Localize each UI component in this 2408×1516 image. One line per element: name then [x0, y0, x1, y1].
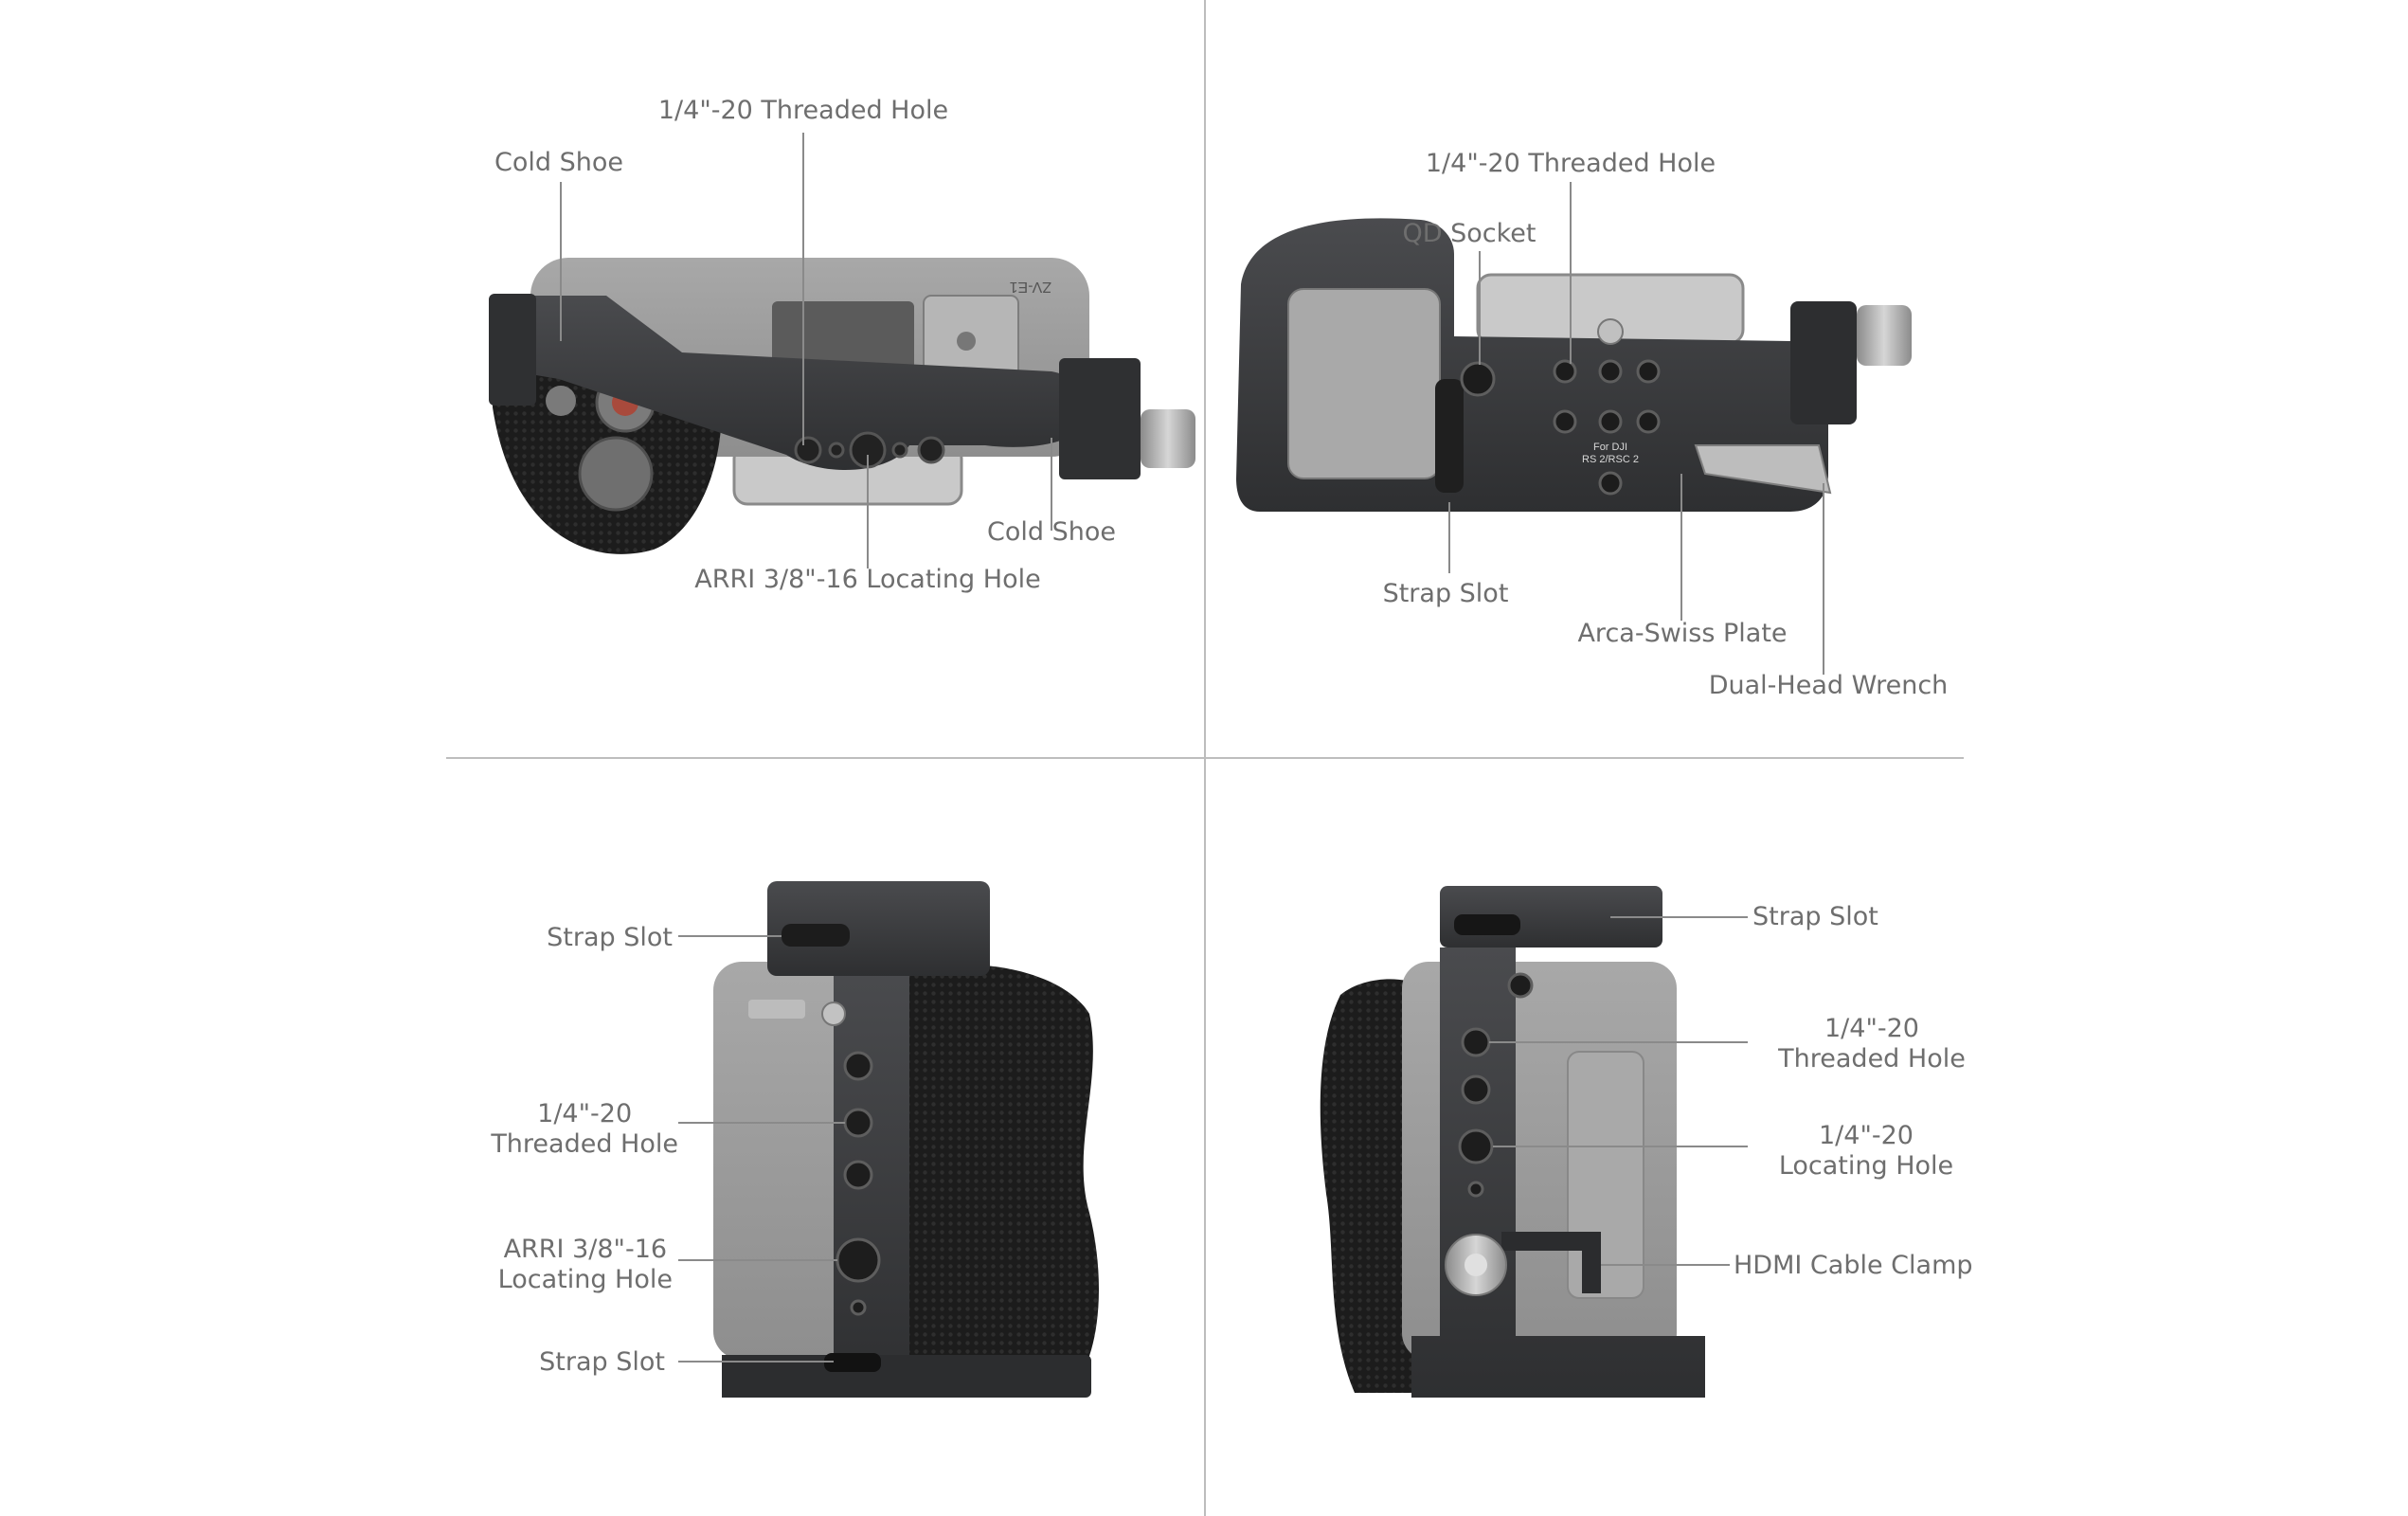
- callout-line: Locating Hole: [1778, 1151, 1954, 1181]
- cage-right-clamp: [1059, 358, 1141, 479]
- screw: [1507, 972, 1534, 999]
- clamp-knob: [1857, 305, 1912, 366]
- center-screw: [1597, 318, 1624, 345]
- threaded-hole: [1553, 359, 1577, 384]
- callout-strap-slot-top: Strap Slot: [547, 923, 673, 952]
- threaded-hole: [1461, 1027, 1491, 1057]
- plate-text-rs: RS 2/RSC 2: [1582, 454, 1639, 465]
- cage-top-plate: [493, 296, 1080, 471]
- camera-right-side-view: [1320, 886, 1705, 1398]
- battery-door-inner: [1287, 288, 1441, 479]
- threaded-hole: [1636, 359, 1661, 384]
- threaded-hole: [843, 1051, 873, 1081]
- hdmi-clamp-knob-center: [1465, 1254, 1487, 1276]
- callout-arri-locating-hole: ARRI 3/8"-16 Locating Hole: [694, 565, 1041, 594]
- top-handle-plate: [767, 881, 990, 976]
- leader-lines-top-right: [1448, 182, 1824, 675]
- cage-left-clamp: [489, 294, 536, 406]
- dual-head-wrench: [1694, 444, 1832, 495]
- base-plate: [722, 1355, 1091, 1398]
- threaded-hole: [1598, 359, 1623, 384]
- fn-button: [546, 386, 576, 416]
- camera-bottom-view: For DJI RS 2/RSC 2: [1236, 218, 1912, 513]
- locating-hole: [1458, 1128, 1494, 1164]
- side-door: [1567, 1051, 1644, 1299]
- threaded-hole: [1598, 409, 1623, 434]
- bottom-holes: [1460, 359, 1661, 496]
- cage-right-clamp: [1790, 301, 1857, 424]
- leader-lines-bottom-left: [678, 935, 845, 1363]
- small-hole: [891, 442, 908, 459]
- hot-shoe-pin: [957, 332, 976, 351]
- small-hole: [850, 1299, 867, 1316]
- callout-arca-swiss-plate: Arca-Swiss Plate: [1577, 619, 1788, 648]
- callout-strap-slot: Strap Slot: [1382, 579, 1509, 608]
- camera-top-view: ZV-E1: [489, 258, 1195, 554]
- callout-line: Threaded Hole: [1778, 1044, 1966, 1074]
- threaded-hole: [794, 436, 822, 464]
- callout-cold-shoe-left: Cold Shoe: [494, 148, 623, 177]
- threaded-hole: [1461, 1074, 1491, 1105]
- camera-left-side-view: [713, 881, 1099, 1398]
- threaded-hole: [1598, 471, 1623, 496]
- threaded-hole: [843, 1160, 873, 1190]
- screw: [821, 1002, 846, 1026]
- leader-lines-bottom-right: [1489, 916, 1748, 1266]
- threaded-hole: [843, 1108, 873, 1138]
- callout-threaded-hole: 1/4"-20 Threaded Hole: [1758, 1014, 1986, 1074]
- callout-line: 1/4"-20: [1819, 1121, 1914, 1150]
- callout-dual-head-wrench: Dual-Head Wrench: [1708, 671, 1949, 700]
- side-holes: [1458, 972, 1534, 1198]
- grip: [1320, 979, 1421, 1393]
- camera-model-text: ZV-E1: [1009, 279, 1051, 295]
- callout-line: ARRI 3/8"-16: [503, 1235, 668, 1264]
- callout-locating-hole: 1/4"-20 Locating Hole: [1752, 1121, 1980, 1182]
- callout-strap-slot: Strap Slot: [1752, 902, 1878, 931]
- callout-line: Threaded Hole: [491, 1129, 678, 1159]
- small-hole: [828, 442, 845, 459]
- callout-qd-socket: QD Socket: [1402, 219, 1536, 248]
- callout-threaded-hole: 1/4"-20 Threaded Hole: [491, 1099, 678, 1160]
- side-door: [748, 1000, 805, 1019]
- small-hole: [1467, 1181, 1484, 1198]
- strap-slot-bottom: [824, 1353, 881, 1372]
- callout-line: 1/4"-20: [1824, 1014, 1919, 1043]
- threaded-hole: [917, 436, 945, 464]
- strap-slot: [1435, 379, 1464, 493]
- top-holes: [794, 431, 945, 469]
- hdmi-cable-clamp: [1501, 1232, 1601, 1293]
- callout-threaded-hole: 1/4"-20 Threaded Hole: [657, 96, 949, 125]
- clamp-knob: [1141, 409, 1195, 468]
- callout-line: Locating Hole: [497, 1265, 673, 1294]
- strap-slot-top: [782, 924, 850, 947]
- callout-threaded-hole: 1/4"-20 Threaded Hole: [1425, 149, 1716, 178]
- leader-lines-top-left: [560, 133, 1052, 568]
- callout-arri-locating-hole: ARRI 3/8"-16 Locating Hole: [498, 1235, 673, 1295]
- callout-line: 1/4"-20: [537, 1099, 633, 1128]
- control-dial: [578, 436, 654, 512]
- plate-text-dji: For DJI: [1593, 442, 1627, 453]
- callout-hdmi-cable-clamp: HDMI Cable Clamp: [1734, 1251, 1973, 1280]
- threaded-hole: [1636, 409, 1661, 434]
- callout-cold-shoe-right: Cold Shoe: [987, 517, 1116, 547]
- qd-socket: [1460, 361, 1496, 397]
- threaded-hole: [1553, 409, 1577, 434]
- grip: [905, 965, 1099, 1398]
- strap-slot: [1454, 914, 1520, 935]
- arri-hole: [836, 1237, 881, 1283]
- callout-strap-slot-bottom: Strap Slot: [539, 1347, 665, 1377]
- quadrant-dividers: [446, 0, 1964, 1516]
